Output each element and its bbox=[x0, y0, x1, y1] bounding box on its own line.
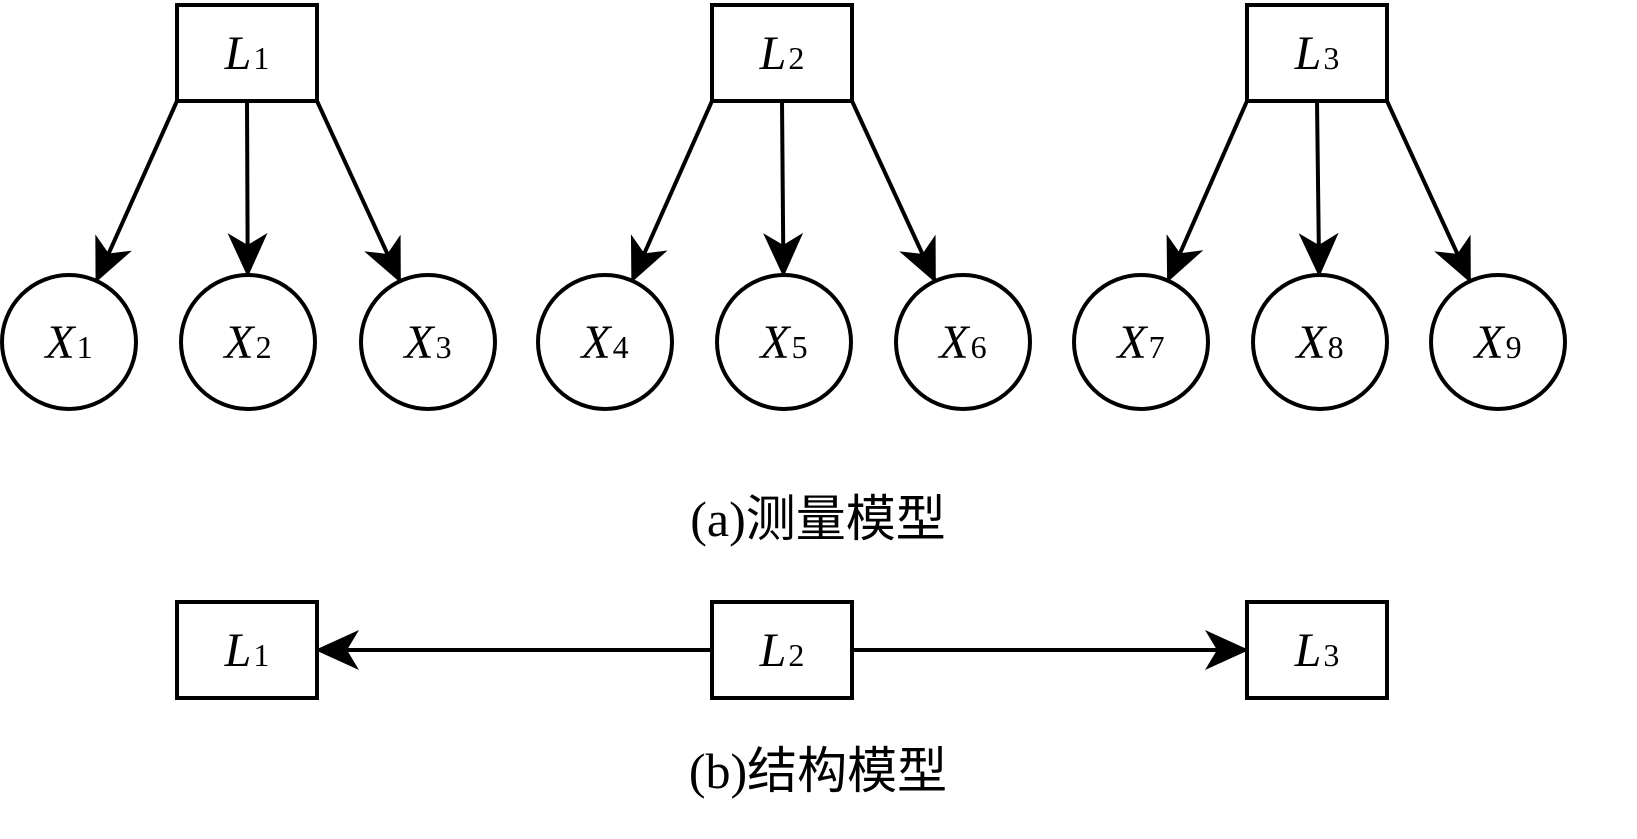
indicator-x9-label: X9 bbox=[1472, 316, 1521, 369]
indicator-x3-label: X3 bbox=[402, 316, 451, 369]
indicator-x6-letter: X bbox=[937, 316, 970, 369]
indicator-x5-subscript: 5 bbox=[792, 329, 808, 365]
arrow-l2-to-x5 bbox=[763, 100, 804, 278]
indicator-x6-subscript: 6 bbox=[971, 329, 987, 365]
indicator-node-x4: X4 bbox=[536, 273, 674, 411]
latent-node-l1: L1 bbox=[175, 3, 319, 103]
arrow-l2-to-x6 bbox=[850, 100, 937, 283]
structural-s3-subscript: 3 bbox=[1323, 637, 1339, 673]
arrow-l1-to-x3 bbox=[315, 100, 402, 283]
indicator-circle bbox=[1429, 273, 1567, 411]
arrow-l2-to-x4 bbox=[630, 100, 714, 283]
indicator-node-x9: X9 bbox=[1429, 273, 1567, 411]
indicator-x8-label: X8 bbox=[1294, 316, 1343, 369]
indicator-node-x7: X7 bbox=[1072, 273, 1210, 411]
latent-l2-letter: L bbox=[759, 27, 787, 80]
latent-box bbox=[1245, 3, 1389, 103]
indicator-node-x5: X5 bbox=[715, 273, 853, 411]
indicator-x1-letter: X bbox=[43, 316, 76, 369]
latent-box bbox=[175, 3, 319, 103]
arrow-l1-to-x1 bbox=[94, 100, 179, 283]
indicator-circle bbox=[715, 273, 853, 411]
structural-box bbox=[1245, 600, 1389, 700]
edges-layer bbox=[94, 100, 1472, 670]
indicator-circle bbox=[359, 273, 497, 411]
indicator-x4-letter: X bbox=[579, 316, 612, 369]
indicator-x8-letter: X bbox=[1294, 316, 1327, 369]
structural-s2-subscript: 2 bbox=[788, 637, 804, 673]
indicator-x6-label: X6 bbox=[937, 316, 986, 369]
indicator-x3-letter: X bbox=[402, 316, 435, 369]
latent-node-l3: L3 bbox=[1245, 3, 1389, 103]
structural-s2-letter: L bbox=[759, 624, 787, 677]
structural-box bbox=[175, 600, 319, 700]
indicator-x4-subscript: 4 bbox=[613, 329, 629, 365]
indicator-node-x1: X1 bbox=[0, 273, 138, 411]
indicator-x4-label: X4 bbox=[579, 316, 628, 369]
indicator-x9-subscript: 9 bbox=[1506, 329, 1522, 365]
arrow-l3-to-x9 bbox=[1385, 100, 1472, 283]
arrow-l3-to-x7 bbox=[1166, 100, 1249, 283]
indicator-x7-subscript: 7 bbox=[1149, 329, 1165, 365]
arrow-l3-to-x8 bbox=[1298, 100, 1339, 278]
structural-node-s3: L3 bbox=[1245, 600, 1389, 700]
indicator-circle bbox=[894, 273, 1032, 411]
structural-s1-letter: L bbox=[224, 624, 252, 677]
structural-s1-label: L1 bbox=[224, 624, 270, 677]
indicator-x1-subscript: 1 bbox=[77, 329, 93, 365]
indicator-x3-subscript: 3 bbox=[436, 329, 452, 365]
indicator-circle bbox=[1251, 273, 1389, 411]
indicator-circle bbox=[536, 273, 674, 411]
indicator-x7-label: X7 bbox=[1115, 316, 1164, 369]
structural-s3-label: L3 bbox=[1294, 624, 1340, 677]
latent-box bbox=[710, 3, 854, 103]
latent-l1-letter: L bbox=[224, 27, 252, 80]
structural-s1-subscript: 1 bbox=[253, 637, 269, 673]
indicator-x8-subscript: 8 bbox=[1328, 329, 1344, 365]
measurement-model-caption: (a)测量模型 bbox=[690, 491, 946, 547]
indicator-node-x8: X8 bbox=[1251, 273, 1389, 411]
indicator-x9-letter: X bbox=[1472, 316, 1505, 369]
structural-s2-label: L2 bbox=[759, 624, 805, 677]
indicator-x2-letter: X bbox=[222, 316, 255, 369]
structural-s3-letter: L bbox=[1294, 624, 1322, 677]
latent-l3-subscript: 3 bbox=[1323, 40, 1339, 76]
latent-l1-label: L1 bbox=[224, 27, 270, 80]
indicator-x5-letter: X bbox=[758, 316, 791, 369]
structural-node-s2: L2 bbox=[710, 600, 854, 700]
indicator-x2-subscript: 2 bbox=[256, 329, 272, 365]
arrow-l1-to-x2 bbox=[227, 100, 268, 278]
indicator-x5-label: X5 bbox=[758, 316, 807, 369]
latent-l2-label: L2 bbox=[759, 27, 805, 80]
structural-node-s1: L1 bbox=[175, 600, 319, 700]
indicator-circle bbox=[0, 273, 138, 411]
latent-l2-subscript: 2 bbox=[788, 40, 804, 76]
latent-node-l2: L2 bbox=[710, 3, 854, 103]
indicator-x7-letter: X bbox=[1115, 316, 1148, 369]
indicator-node-x3: X3 bbox=[359, 273, 497, 411]
indicator-node-x2: X2 bbox=[179, 273, 317, 411]
structural-model-caption: (b)结构模型 bbox=[689, 743, 947, 799]
indicator-x1-label: X1 bbox=[43, 316, 92, 369]
indicator-node-x6: X6 bbox=[894, 273, 1032, 411]
indicator-x2-label: X2 bbox=[222, 316, 271, 369]
structural-box bbox=[710, 600, 854, 700]
indicator-circle bbox=[179, 273, 317, 411]
latent-l1-subscript: 1 bbox=[253, 40, 269, 76]
indicator-circle bbox=[1072, 273, 1210, 411]
latent-l3-label: L3 bbox=[1294, 27, 1340, 80]
latent-l3-letter: L bbox=[1294, 27, 1322, 80]
